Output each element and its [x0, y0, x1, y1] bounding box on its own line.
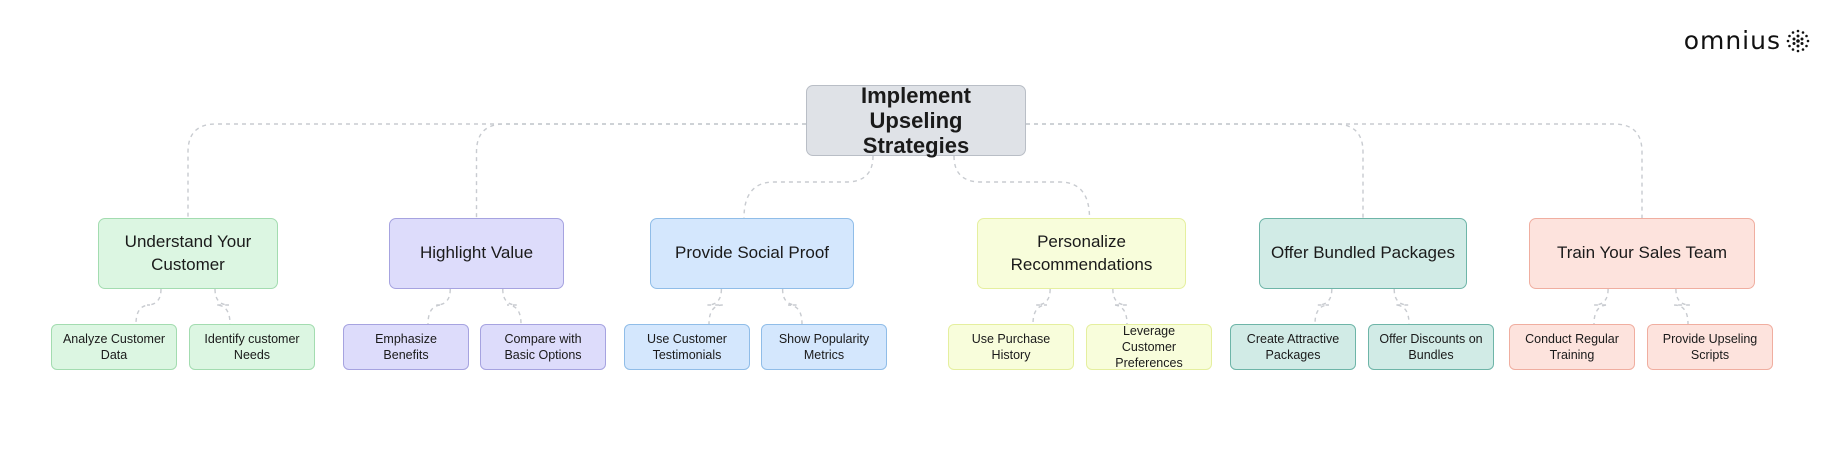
leaf-node: Compare with Basic Options — [480, 324, 606, 370]
leaf-node: Use Customer Testimonials — [624, 324, 750, 370]
branch-connector — [187, 123, 806, 218]
leaf-connector — [135, 288, 162, 325]
leaf-node: Provide Upseling Scripts — [1647, 324, 1773, 370]
leaf-connector — [1393, 288, 1410, 325]
leaf-connector — [502, 288, 522, 325]
branch-node: Train Your Sales Team — [1529, 218, 1755, 289]
branch-connector — [475, 123, 806, 218]
leaf-node: Offer Discounts on Bundles — [1368, 324, 1494, 370]
leaf-node: Leverage Customer Preferences — [1086, 324, 1212, 370]
leaf-node: Show Popularity Metrics — [761, 324, 887, 370]
logo-text: omnius — [1683, 26, 1781, 55]
branch-connector — [1026, 123, 1364, 218]
leaf-connector — [427, 288, 451, 325]
leaf-node: Conduct Regular Training — [1509, 324, 1635, 370]
leaf-node: Emphasize Benefits — [343, 324, 469, 370]
leaf-connector — [1314, 288, 1333, 325]
leaf-connector — [707, 288, 724, 325]
leaf-node: Identify customer Needs — [189, 324, 315, 370]
leaf-node: Use Purchase History — [948, 324, 1074, 370]
branch-connector — [1026, 123, 1643, 218]
leaf-node: Analyze Customer Data — [51, 324, 177, 370]
root-node: Implement Upseling Strategies — [806, 83, 1026, 158]
branch-connector — [743, 155, 874, 219]
branch-node: Provide Social Proof — [650, 218, 854, 289]
leaf-connector — [1593, 288, 1609, 325]
dotted-sphere-icon — [1786, 29, 1810, 52]
leaf-connector — [214, 288, 231, 325]
leaf-connector — [1032, 288, 1051, 325]
branch-node: Understand Your Customer — [98, 218, 278, 289]
leaf-node: Create Attractive Packages — [1230, 324, 1356, 370]
leaf-connector — [1673, 288, 1690, 325]
branch-node: Highlight Value — [389, 218, 564, 289]
branch-node: Offer Bundled Packages — [1259, 218, 1467, 289]
branch-connector — [953, 155, 1091, 219]
branch-node: Personalize Recommendations — [977, 218, 1186, 289]
leaf-connector — [781, 288, 803, 325]
leaf-connector — [1112, 288, 1128, 325]
omnius-logo: omnius — [1684, 26, 1811, 55]
